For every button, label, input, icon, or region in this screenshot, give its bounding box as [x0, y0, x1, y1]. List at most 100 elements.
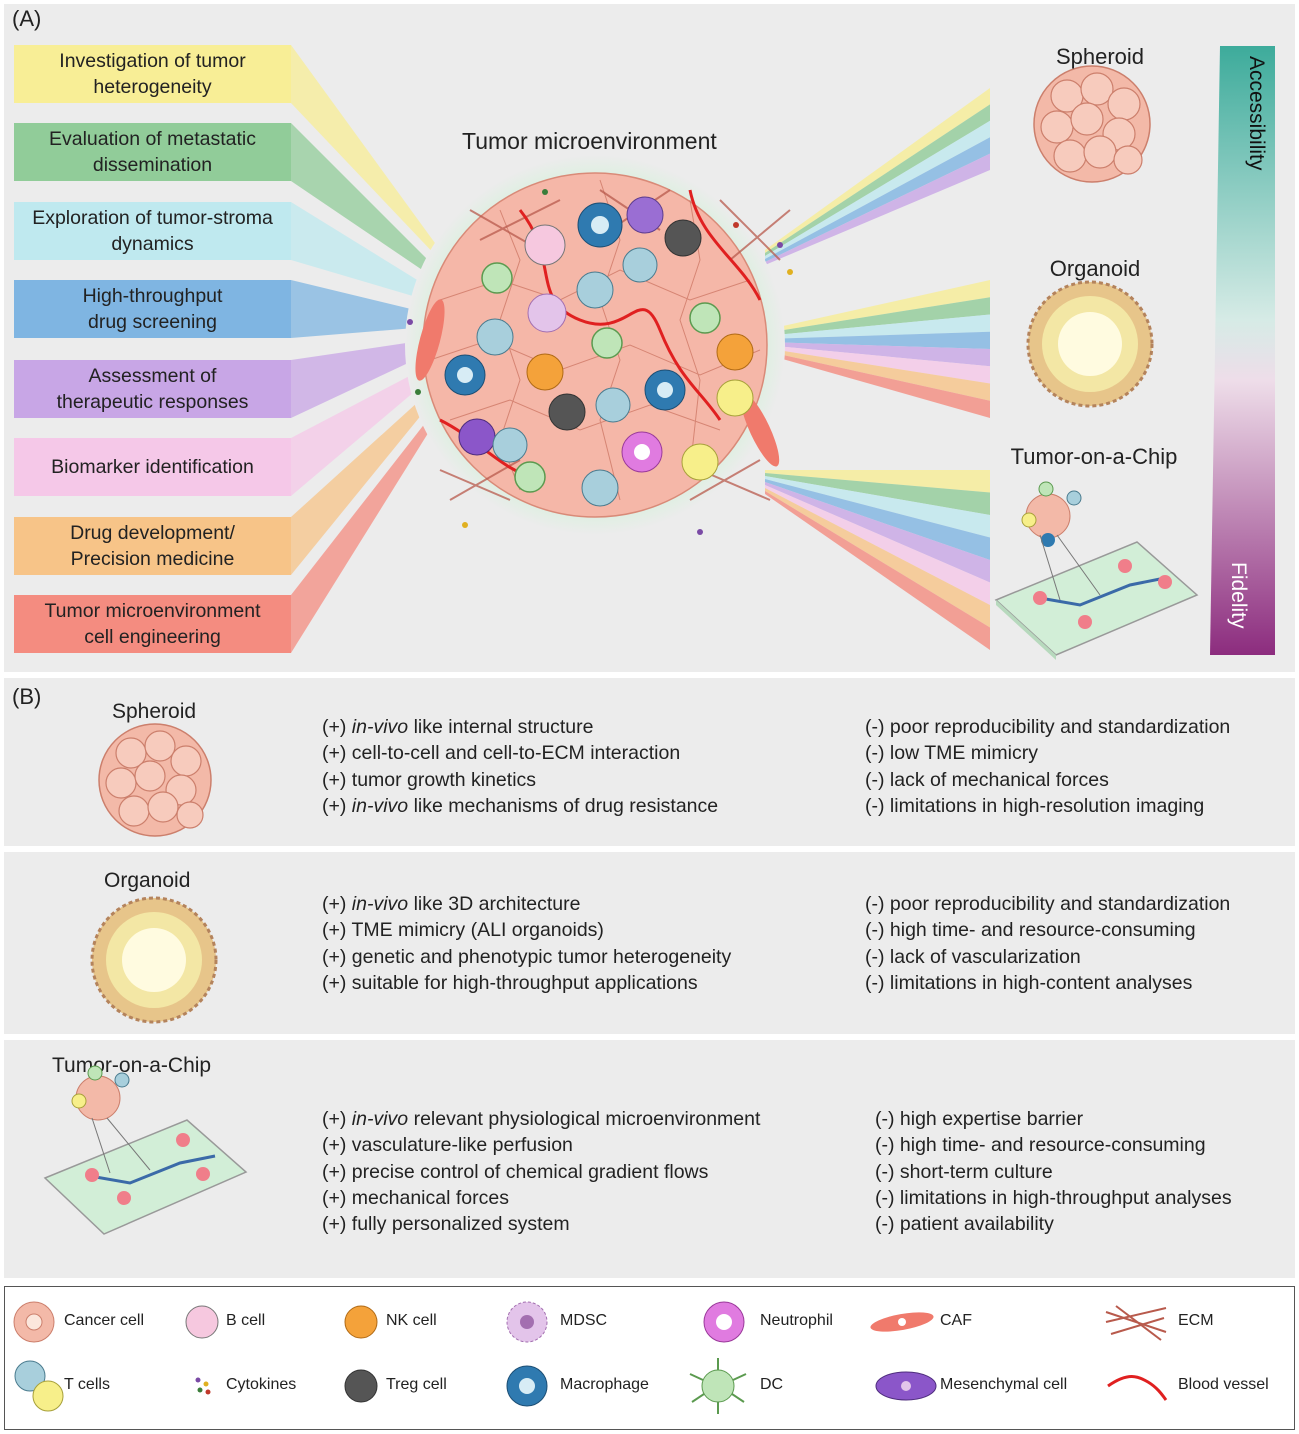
con-prefix: (-): [865, 742, 885, 765]
application-ray: [291, 360, 440, 496]
pro-prefix: (+): [322, 945, 347, 968]
pro-prefix: (+): [322, 716, 347, 738]
model-ray: [765, 485, 990, 605]
application-ray: [291, 45, 440, 260]
legend-label: Neutrophil: [760, 1312, 833, 1329]
con-text: low TME mimicry: [889, 742, 1038, 765]
model-ray: [765, 488, 990, 628]
pro-italic-term: in-vivo: [351, 794, 409, 817]
pro-item: (+) cell-to-cell and cell-to-ECM interac…: [322, 740, 680, 766]
con-text: lack of mechanical forces: [889, 768, 1109, 791]
pro-item: (+) TME mimicry (ALI organoids): [322, 917, 604, 943]
panel-a-letter: (A): [12, 6, 42, 31]
panel-b-letter: (B): [12, 684, 42, 709]
pro-prefix: (+): [322, 1186, 347, 1209]
pro-item: (+) fully personalized system: [322, 1211, 570, 1237]
application-box: High-throughput drug screening: [14, 280, 291, 338]
pro-text: precise control of chemical gradient flo…: [351, 1160, 709, 1183]
legend-label: T cells: [64, 1376, 110, 1393]
cancer-cell-icon: [13, 1301, 55, 1343]
application-ray: [291, 123, 440, 282]
con-prefix: (-): [875, 1213, 895, 1236]
pro-prefix: (+): [322, 1108, 347, 1130]
con-item: (-) high time- and resource-consuming: [875, 1132, 1206, 1158]
con-text: poor reproducibility and standardization: [889, 716, 1231, 738]
model-ray: [765, 297, 990, 336]
spheroid-illustration: [1033, 65, 1151, 183]
application-ray: [291, 202, 440, 304]
spheroid-small-illustration: [98, 723, 212, 837]
legend-label: NK cell: [386, 1312, 437, 1329]
model-ray: [765, 351, 990, 418]
pro-item: (+) precise control of chemical gradient…: [322, 1159, 708, 1185]
pro-prefix: (+): [322, 742, 347, 765]
model-ray: [765, 345, 990, 384]
model-ray: [765, 104, 990, 257]
con-prefix: (-): [875, 1134, 895, 1157]
con-item: (-) limitations in high-resolution imagi…: [865, 793, 1204, 819]
tme-cluster: [405, 155, 793, 535]
legend-label: B cell: [226, 1312, 266, 1329]
con-text: high expertise barrier: [899, 1108, 1084, 1130]
accessibility-label: Accessibility: [1245, 56, 1268, 171]
con-text: patient availability: [899, 1213, 1054, 1236]
con-text: lack of vascularization: [889, 945, 1081, 968]
pro-text: like 3D architecture: [408, 893, 581, 915]
model-label-organoid: Organoid: [1049, 256, 1141, 281]
con-text: high time- and resource-consuming: [899, 1134, 1206, 1157]
pro-item: (+) vasculature-like perfusion: [322, 1132, 573, 1158]
pro-italic-term: in-vivo: [351, 716, 409, 738]
model-ray: [765, 280, 990, 333]
model-label-tumor-on-a-chip: Tumor-on-a-Chip: [1010, 444, 1178, 469]
treg-cell-icon: [344, 1369, 378, 1403]
con-item: (-) low TME mimicry: [865, 740, 1038, 766]
organoid-small-illustration: [90, 896, 218, 1024]
application-box: Biomarker identification: [14, 438, 291, 496]
application-box: Drug development/ Precision medicine: [14, 517, 291, 575]
con-prefix: (-): [865, 971, 885, 994]
con-item: (-) short-term culture: [875, 1159, 1053, 1185]
con-prefix: (-): [875, 1108, 895, 1130]
row-label-spheroid: Spheroid: [112, 700, 197, 723]
model-label-spheroid: Spheroid: [1055, 44, 1145, 69]
pro-prefix: (+): [322, 794, 347, 817]
pro-item: (+) in-vivo like internal structure: [322, 714, 593, 740]
con-item: (-) high expertise barrier: [875, 1106, 1083, 1132]
application-box: Investigation of tumor heterogeneity: [14, 45, 291, 103]
pro-italic-term: in-vivo: [351, 1108, 409, 1130]
dc-icon: [689, 1358, 747, 1414]
con-text: limitations in high-throughput analyses: [899, 1186, 1232, 1209]
pro-prefix: (+): [322, 1160, 347, 1183]
caf-icon: [870, 1312, 934, 1332]
legend-label: Mesenchymal cell: [940, 1376, 1068, 1393]
legend-label: Blood vessel: [1178, 1376, 1269, 1393]
pro-item: (+) in-vivo like 3D architecture: [322, 891, 580, 917]
legend-label: DC: [760, 1376, 784, 1393]
tme-title: Tumor microenvironment: [462, 128, 717, 154]
blood-vessel-icon: [1107, 1375, 1168, 1401]
con-text: limitations in high-content analyses: [889, 971, 1193, 994]
pro-text: fully personalized system: [351, 1213, 570, 1236]
model-ray: [765, 137, 990, 262]
b-cell-icon: [185, 1305, 219, 1339]
pro-text: cell-to-cell and cell-to-ECM interaction: [351, 742, 681, 765]
model-ray: [765, 482, 990, 583]
legend: [4, 1286, 1295, 1430]
row-label-organoid: Organoid: [104, 869, 191, 892]
model-ray: [765, 153, 990, 265]
pro-text: suitable for high-throughput application…: [351, 971, 698, 994]
model-ray: [765, 476, 990, 538]
model-ray: [765, 491, 990, 650]
application-box: Tumor microenvironment cell engineering: [14, 595, 291, 653]
tumor-on-a-chip-illustration: [994, 481, 1199, 660]
legend-label: ECM: [1178, 1312, 1214, 1329]
con-prefix: (-): [865, 919, 885, 942]
legend-icons: [13, 1301, 1168, 1414]
model-ray: [765, 342, 990, 367]
con-prefix: (-): [865, 716, 885, 738]
con-prefix: (-): [865, 794, 885, 817]
accessibility-fidelity-wedge: [1210, 46, 1275, 655]
model-rays: [765, 88, 990, 650]
legend-label: Macrophage: [560, 1376, 649, 1393]
con-prefix: (-): [875, 1186, 895, 1209]
